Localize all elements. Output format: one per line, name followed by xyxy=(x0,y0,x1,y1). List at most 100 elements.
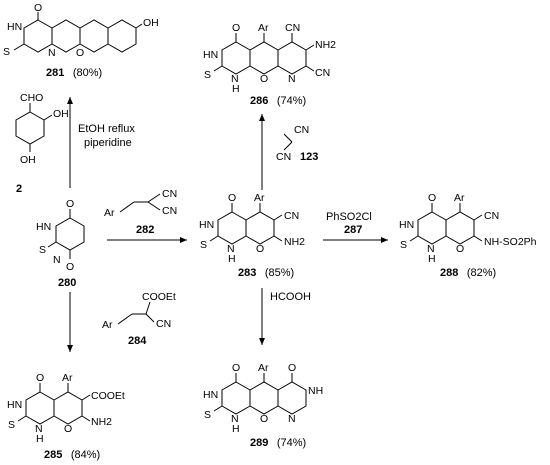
atom-HN: HN xyxy=(203,49,218,61)
compound-number: 285 xyxy=(44,449,62,461)
atom-NH2: NH2 xyxy=(315,39,336,51)
compound-number: 283 xyxy=(238,267,256,279)
compound-288-label: 288 (82%) xyxy=(440,263,496,280)
atom-N: N xyxy=(227,243,235,255)
atom-HN: HN xyxy=(199,219,214,231)
atom-HN: HN xyxy=(7,399,22,411)
atom-NHSO2Ph: NH-SO2Ph xyxy=(484,236,537,248)
structure-285: O Ar COOEt NH2 HN S N H O xyxy=(7,372,125,445)
atom-Ar: Ar xyxy=(102,319,113,331)
compound-281-label: 281 (80%) xyxy=(46,63,102,80)
atom-H: H xyxy=(232,423,240,435)
reagent-284-label: 284 xyxy=(128,335,147,347)
atom-O: O xyxy=(36,372,44,384)
atom-NH2: NH2 xyxy=(284,236,305,248)
atom-O: O xyxy=(76,47,84,59)
structure-286: O Ar CN NH2 CN HN S N H O N xyxy=(203,22,336,95)
atom-N: N xyxy=(427,243,435,255)
compound-yield: (82%) xyxy=(467,267,496,279)
structure-288: O Ar CN NH-SO2Ph HN S N H O xyxy=(399,192,537,265)
structure-281: O HN S N O OH xyxy=(3,2,159,59)
compound-number: 288 xyxy=(440,267,458,279)
atom-NH: NH xyxy=(308,385,323,397)
atom-O: O xyxy=(64,423,72,435)
atom-CN: CN xyxy=(276,151,291,163)
atom-CN: CN xyxy=(484,210,499,222)
condition-solvent: EtOH reflux xyxy=(78,123,135,135)
atom-CN: CN xyxy=(294,124,309,136)
reagent-123: CN CN xyxy=(276,124,309,163)
compound-yield: (84%) xyxy=(71,449,100,461)
compound-285-label: 285 (84%) xyxy=(44,445,100,462)
reagent-287-label: 287 xyxy=(344,224,362,236)
condition-base: piperidine xyxy=(84,137,132,149)
atom-N: N xyxy=(48,47,56,59)
atom-CN: CN xyxy=(156,318,171,330)
atom-CN: CN xyxy=(162,205,177,217)
atom-S: S xyxy=(204,409,211,421)
atom-OH: OH xyxy=(20,154,36,166)
reagent-phso2cl: PhSO2Cl xyxy=(326,211,372,223)
atom-H: H xyxy=(428,253,436,265)
atom-CN: CN xyxy=(315,67,330,79)
atom-O: O xyxy=(260,413,268,425)
atom-S: S xyxy=(204,69,211,81)
atom-O: O xyxy=(34,2,42,14)
compound-yield: (74%) xyxy=(277,437,306,449)
atom-HN: HN xyxy=(203,389,218,401)
atom-O: O xyxy=(288,362,296,374)
compound-289-label: 289 (74%) xyxy=(250,433,306,450)
structure-280: O HN S N O xyxy=(36,198,85,273)
atom-Ar: Ar xyxy=(254,192,265,204)
atom-CHO: CHO xyxy=(20,92,43,104)
atom-Ar: Ar xyxy=(258,362,269,374)
atom-O: O xyxy=(228,192,236,204)
atom-Ar: Ar xyxy=(104,207,115,219)
atom-O: O xyxy=(66,261,74,273)
atom-Ar: Ar xyxy=(454,192,465,204)
atom-S: S xyxy=(3,46,10,58)
structure-2: CHO OH OH xyxy=(15,92,69,166)
compound-number: 289 xyxy=(250,437,268,449)
atom-S: S xyxy=(200,239,207,251)
atom-H: H xyxy=(36,433,44,445)
compound-yield: (80%) xyxy=(73,67,102,79)
atom-OH: OH xyxy=(53,108,69,120)
atom-S: S xyxy=(400,239,407,251)
compound-yield: (85%) xyxy=(265,267,294,279)
atom-COOEt: COOEt xyxy=(142,291,176,303)
atom-S: S xyxy=(39,244,46,256)
compound-number: 286 xyxy=(250,95,268,107)
reagent-123-label: 123 xyxy=(300,151,318,163)
atom-OH: OH xyxy=(143,17,159,29)
atom-O: O xyxy=(260,73,268,85)
atom-CN: CN xyxy=(284,210,299,222)
atom-O: O xyxy=(232,22,240,34)
reagent-282: Ar CN CN xyxy=(104,188,177,219)
atom-NH2: NH2 xyxy=(91,416,112,428)
structure-289: O Ar O NH HN S N H O N xyxy=(203,362,323,435)
atom-O: O xyxy=(232,362,240,374)
atom-COOEt: COOEt xyxy=(91,390,125,402)
compound-283-label: 283 (85%) xyxy=(238,263,294,280)
reagent-282-label: 282 xyxy=(136,224,154,236)
atom-O: O xyxy=(256,243,264,255)
atom-CN: CN xyxy=(285,22,300,34)
compound-286-label: 286 (74%) xyxy=(250,91,306,108)
atom-H: H xyxy=(232,83,240,95)
atom-O: O xyxy=(428,192,436,204)
compound-yield: (74%) xyxy=(277,95,306,107)
atom-N: N xyxy=(35,423,43,435)
atom-HN: HN xyxy=(399,219,414,231)
compound-number: 281 xyxy=(46,67,64,79)
atom-N: N xyxy=(288,413,296,425)
atom-H: H xyxy=(228,253,236,265)
atom-HN: HN xyxy=(7,21,22,33)
atom-Ar: Ar xyxy=(62,372,73,384)
atom-Ar: Ar xyxy=(258,22,269,34)
atom-HN: HN xyxy=(36,221,51,233)
atom-N: N xyxy=(288,73,296,85)
atom-O: O xyxy=(66,198,74,210)
